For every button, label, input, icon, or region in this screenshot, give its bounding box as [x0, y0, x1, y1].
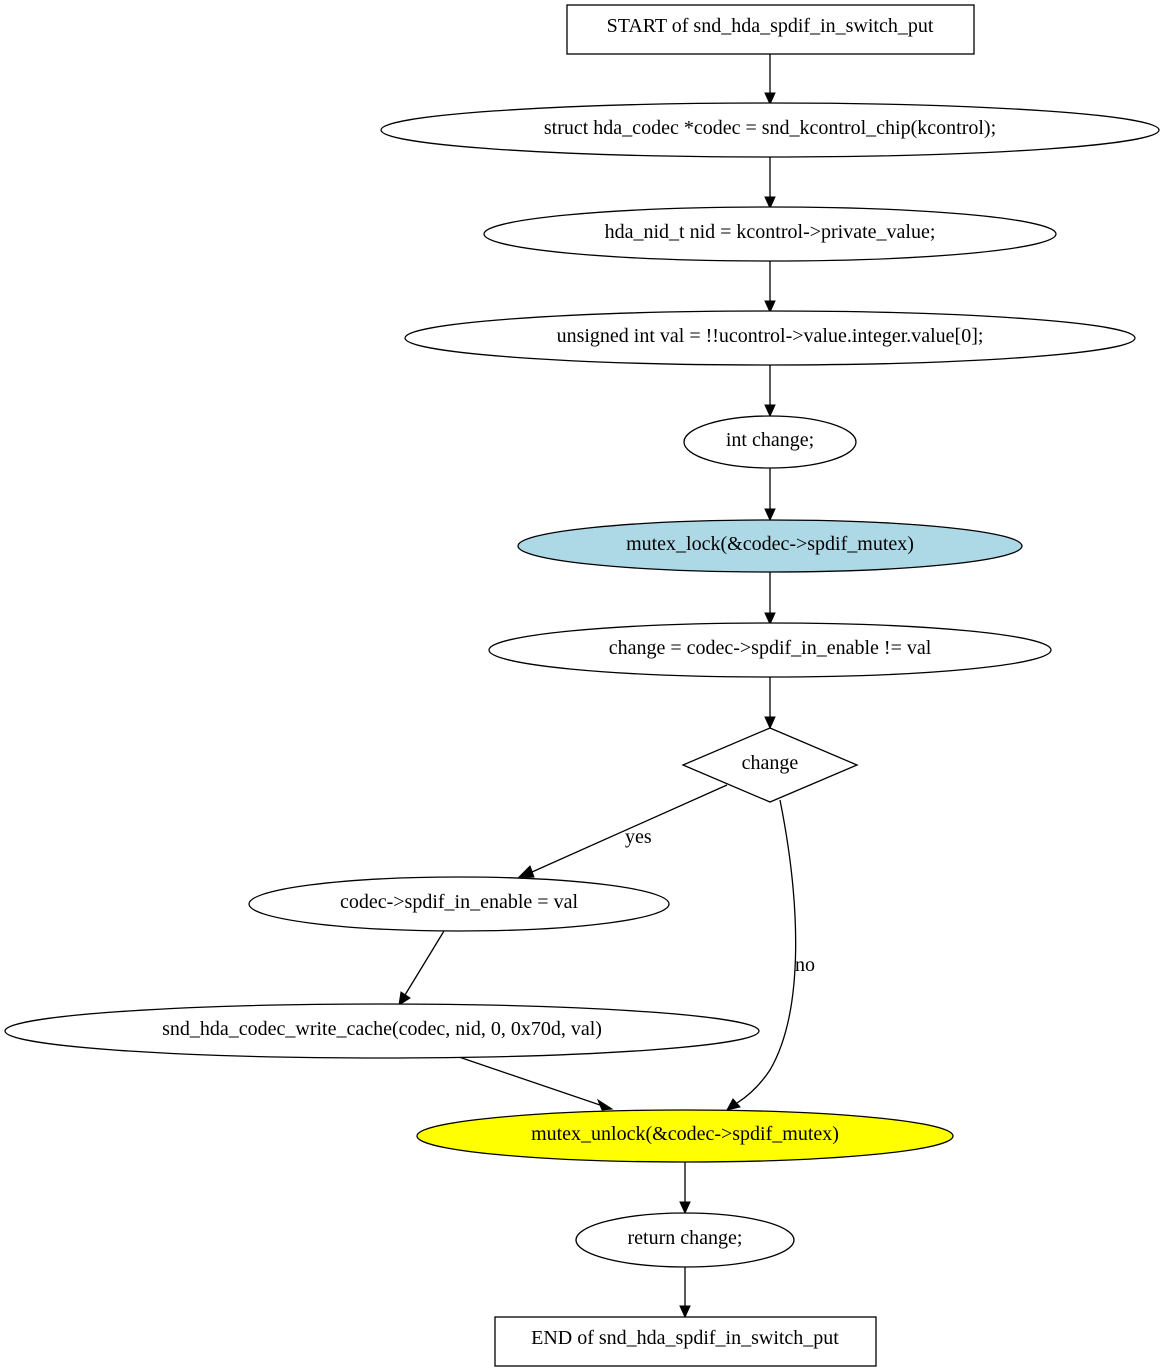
edge-label-no: no: [795, 954, 815, 976]
node-end: END of snd_hda_spdif_in_switch_put: [494, 1316, 877, 1367]
edge-n2-n3: [764, 261, 776, 314]
edge-n9-n10: [458, 1056, 614, 1111]
edge-n4-n5: [764, 468, 776, 522]
edge-n1-n2: [764, 157, 776, 210]
node-nid-decl: hda_nid_t nid = kcontrol->private_value;: [483, 206, 1057, 262]
node-val-decl-label: unsigned int val = !!ucontrol->value.int…: [557, 325, 984, 347]
node-codec-decl-label: struct hda_codec *codec = snd_kcontrol_c…: [544, 117, 996, 139]
edges: yes no: [398, 54, 815, 1319]
node-change-decl-label: int change;: [726, 429, 814, 451]
node-change-decision: change: [681, 727, 859, 803]
node-change-decl: int change;: [683, 415, 857, 469]
node-codec-decl: struct hda_codec *codec = snd_kcontrol_c…: [380, 102, 1160, 158]
node-start-label: START of snd_hda_spdif_in_switch_put: [607, 15, 934, 37]
edge-start-n1: [764, 54, 776, 106]
edge-n11-end: [679, 1267, 691, 1319]
edge-n7-n10: no: [726, 799, 815, 1111]
edge-label-yes: yes: [625, 826, 652, 848]
node-mutex-lock: mutex_lock(&codec->spdif_mutex): [517, 519, 1023, 573]
node-mutex-unlock: mutex_unlock(&codec->spdif_mutex): [416, 1109, 954, 1163]
node-nid-decl-label: hda_nid_t nid = kcontrol->private_value;: [605, 221, 936, 243]
node-return: return change;: [575, 1212, 795, 1268]
node-write-cache-label: snd_hda_codec_write_cache(codec, nid, 0,…: [162, 1018, 602, 1040]
node-change-decision-label: change: [742, 752, 799, 774]
nodes: START of snd_hda_spdif_in_switch_put str…: [4, 4, 1160, 1367]
node-start: START of snd_hda_spdif_in_switch_put: [566, 4, 975, 55]
node-write-cache: snd_hda_codec_write_cache(codec, nid, 0,…: [4, 1003, 760, 1059]
node-mutex-lock-label: mutex_lock(&codec->spdif_mutex): [626, 533, 914, 555]
edge-n6-n7: [764, 677, 776, 730]
node-change-assign: change = codec->spdif_in_enable != val: [488, 622, 1052, 678]
node-enable-assign-label: codec->spdif_in_enable = val: [340, 891, 578, 913]
node-val-decl: unsigned int val = !!ucontrol->value.int…: [404, 310, 1136, 366]
node-change-assign-label: change = codec->spdif_in_enable != val: [609, 637, 932, 659]
edge-n5-n6: [764, 572, 776, 626]
node-mutex-unlock-label: mutex_unlock(&codec->spdif_mutex): [531, 1123, 839, 1145]
edge-n3-n4: [764, 365, 776, 418]
node-enable-assign: codec->spdif_in_enable = val: [248, 876, 670, 932]
edge-n10-n11: [679, 1162, 691, 1215]
node-end-label: END of snd_hda_spdif_in_switch_put: [531, 1327, 839, 1349]
edge-n7-n8: yes: [516, 784, 728, 879]
node-return-label: return change;: [628, 1227, 743, 1249]
edge-n8-n9: [398, 930, 445, 1007]
